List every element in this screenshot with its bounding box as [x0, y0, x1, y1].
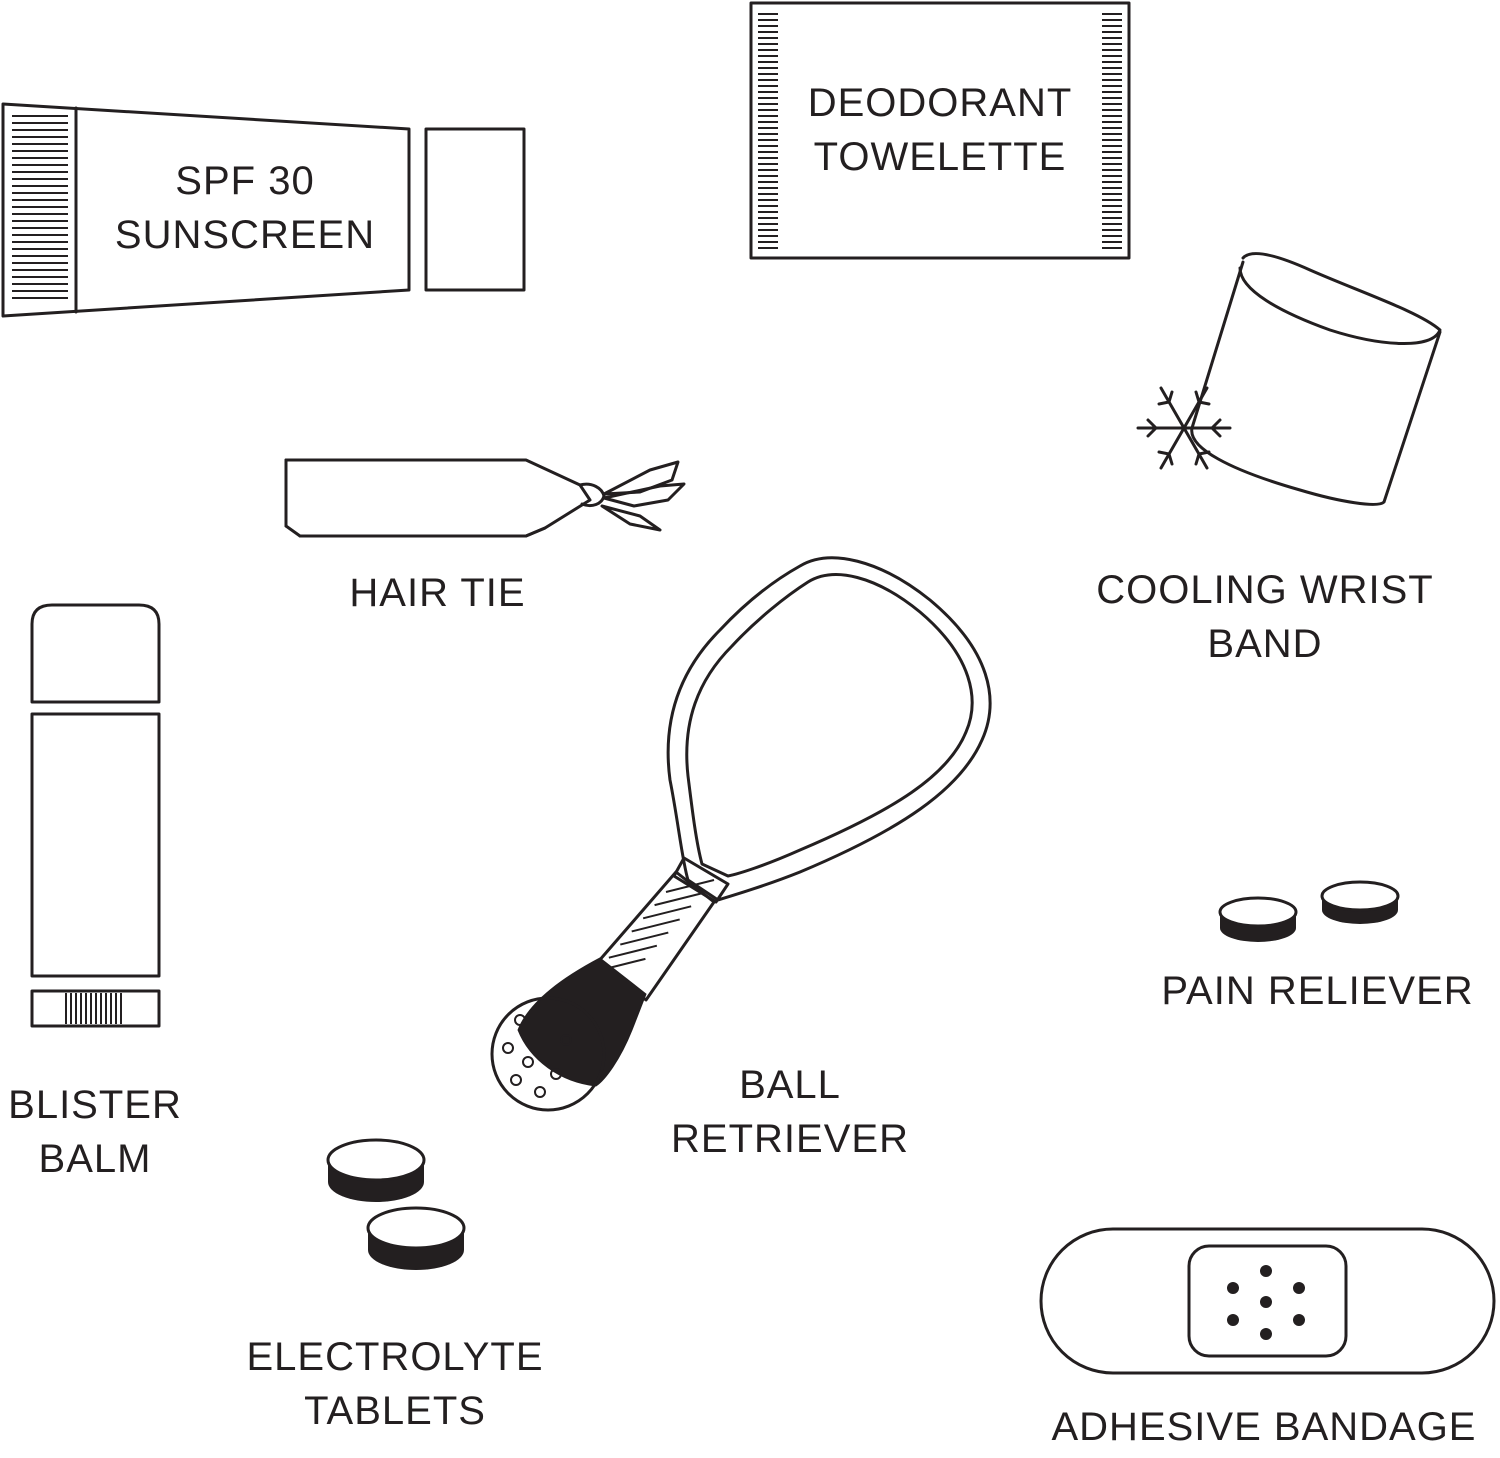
- bandage-label: ADHESIVE BANDAGE: [1051, 1405, 1477, 1449]
- sunscreen-tube-icon: [1, 102, 526, 318]
- blister-balm-label: BLISTER BALM: [8, 1083, 182, 1181]
- paddle-with-ball-retriever-icon: [490, 556, 992, 1112]
- ball-retriever-label: BALL RETRIEVER: [671, 1063, 909, 1161]
- cooling-wristband-icon: [1136, 252, 1442, 506]
- towelette-packet-icon: [749, 1, 1131, 260]
- towelette-label: DEODORANT TOWELETTE: [807, 81, 1073, 179]
- pain-reliever-tablets-icon: [1218, 880, 1400, 942]
- electrolyte-tablets-icon: [326, 1138, 466, 1270]
- pain-reliever-label: PAIN RELIEVER: [1161, 969, 1474, 1013]
- sunscreen-label: SPF 30 SUNSCREEN: [114, 159, 376, 257]
- hair-tie-icon: [284, 458, 686, 538]
- electrolyte-label: ELECTROLYTE TABLETS: [246, 1335, 544, 1433]
- wristband-label: COOLING WRIST BAND: [1096, 568, 1434, 666]
- balm-stick-icon: [30, 603, 161, 1028]
- snowflake-icon: [1136, 386, 1232, 470]
- hair-tie-label: HAIR TIE: [349, 571, 526, 615]
- adhesive-bandage-icon: [1039, 1227, 1496, 1375]
